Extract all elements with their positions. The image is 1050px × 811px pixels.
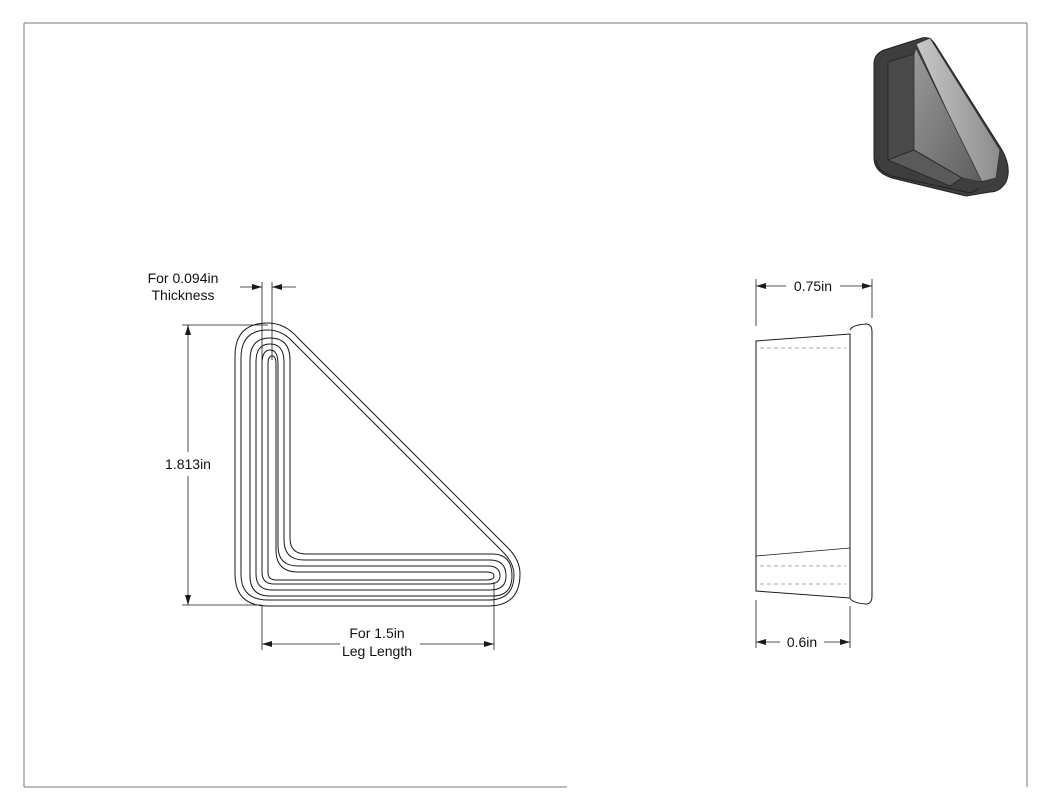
height-value: 1.813in — [165, 456, 211, 472]
thickness-dimension: For 0.094in Thickness — [148, 270, 296, 360]
overall-depth-dimension: 0.75in — [755, 278, 873, 326]
front-view — [234, 322, 521, 607]
leg-length-value: For 1.5in — [349, 625, 404, 641]
drawing-frame — [23, 22, 1028, 788]
isometric-preview — [873, 37, 1009, 197]
overall-depth-value: 0.75in — [794, 278, 832, 294]
thickness-value: For 0.094in — [148, 270, 219, 286]
side-view — [755, 323, 873, 605]
leg-length-label: Leg Length — [342, 643, 412, 659]
insert-depth-dimension: 0.6in — [755, 600, 851, 650]
insert-depth-value: 0.6in — [787, 634, 817, 650]
height-dimension: 1.813in — [165, 324, 268, 606]
leg-length-dimension: For 1.5in Leg Length — [261, 582, 495, 659]
thickness-label: Thickness — [151, 287, 214, 303]
